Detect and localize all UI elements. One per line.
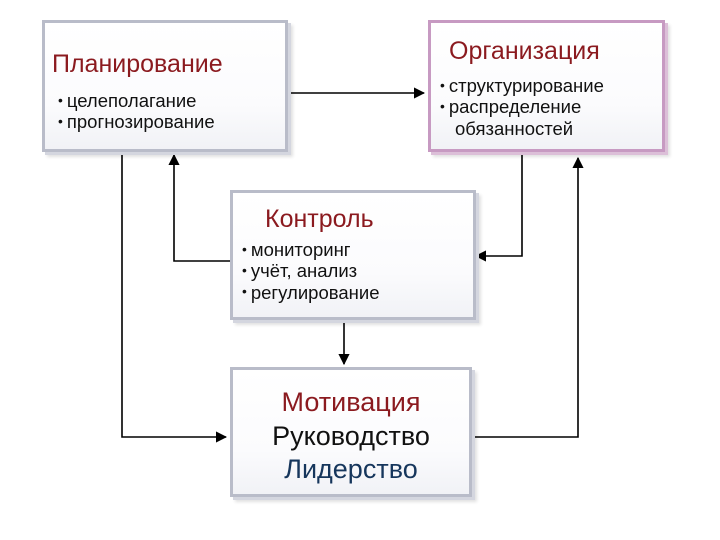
bullet-icon: •	[440, 98, 445, 115]
list-item-continuation: обязанностей	[455, 117, 574, 139]
arrow-planning-to-motivation	[121, 155, 228, 443]
bullet-icon: •	[242, 262, 247, 279]
list-item: •регулирование	[242, 281, 380, 303]
list-item: •структурирование	[440, 75, 604, 96]
bullet-icon: •	[242, 240, 247, 257]
leadership-management-label: Руководство	[272, 421, 430, 451]
control-box: Контроль •мониторинг •учёт, анализ •регу…	[230, 190, 476, 320]
arrow-motivation-to-organization	[472, 156, 584, 438]
control-items: •мониторинг •учёт, анализ •регулирование	[242, 239, 379, 303]
list-item: •мониторинг	[242, 239, 351, 260]
list-item: •учёт, анализ	[242, 260, 358, 282]
bullet-icon: •	[242, 283, 247, 300]
list-item: •распределение	[440, 96, 582, 118]
control-title: Контроль	[265, 205, 374, 233]
motivation-box: Мотивация Руководство Лидерство	[230, 367, 472, 497]
list-item: •прогнозирование	[58, 111, 215, 133]
organization-box: Организация •структурирование •распредел…	[428, 20, 665, 152]
list-item: •целеполагание	[58, 90, 197, 111]
organization-items: •структурирование •распределение обязанн…	[440, 75, 604, 139]
bullet-icon: •	[58, 113, 63, 130]
organization-title: Организация	[449, 37, 600, 65]
bullet-icon: •	[440, 76, 445, 93]
planning-box: Планирование •целеполагание •прогнозиров…	[42, 20, 288, 152]
arrow-organization-to-control	[474, 155, 523, 262]
leadership-label: Лидерство	[284, 454, 418, 484]
bullet-icon: •	[58, 91, 63, 108]
planning-title: Планирование	[52, 50, 223, 78]
motivation-label: Мотивация	[281, 387, 421, 417]
planning-items: •целеполагание •прогнозирование	[58, 90, 215, 133]
arrow-control-to-planning	[168, 153, 230, 262]
